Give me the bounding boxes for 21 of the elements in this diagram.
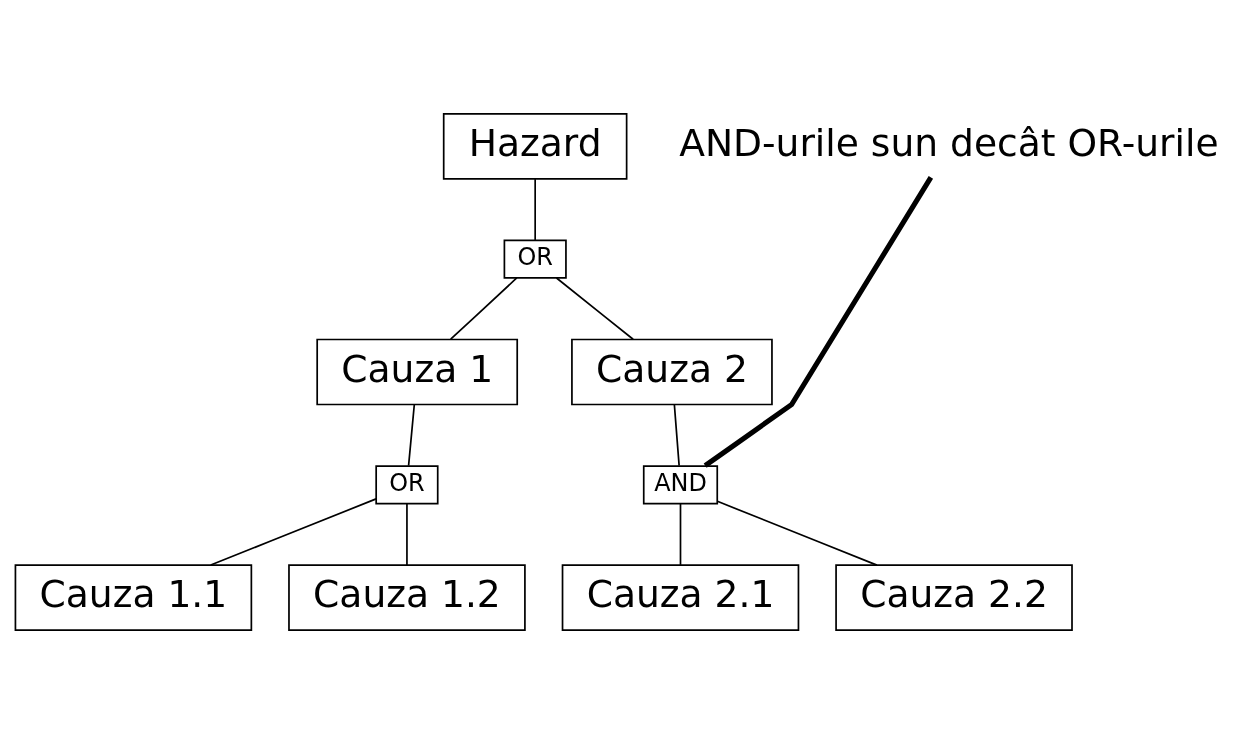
node-box: AND: [642, 465, 719, 505]
connector: [703, 176, 934, 468]
connector: [449, 277, 518, 341]
connector: [679, 502, 682, 566]
connector: [407, 403, 416, 467]
node-box: Cauza 1.1: [14, 564, 253, 631]
node-box: OR: [503, 239, 567, 279]
connector: [209, 498, 377, 566]
connector: [716, 500, 878, 566]
node-box: OR: [375, 465, 439, 505]
node-box: Cauza 1.2: [288, 564, 526, 631]
connector: [555, 277, 634, 341]
node-text: AND-urile sun decât OR-urile: [679, 120, 1219, 165]
node-box: Hazard: [442, 113, 628, 180]
node-box: Cauza 2.2: [835, 564, 1073, 631]
node-box: Cauza 2: [571, 338, 773, 406]
node-box: Cauza 1: [316, 338, 519, 406]
connector: [406, 502, 408, 566]
connector: [673, 403, 680, 467]
node-box: Cauza 2.1: [561, 564, 800, 631]
connector: [534, 178, 537, 241]
